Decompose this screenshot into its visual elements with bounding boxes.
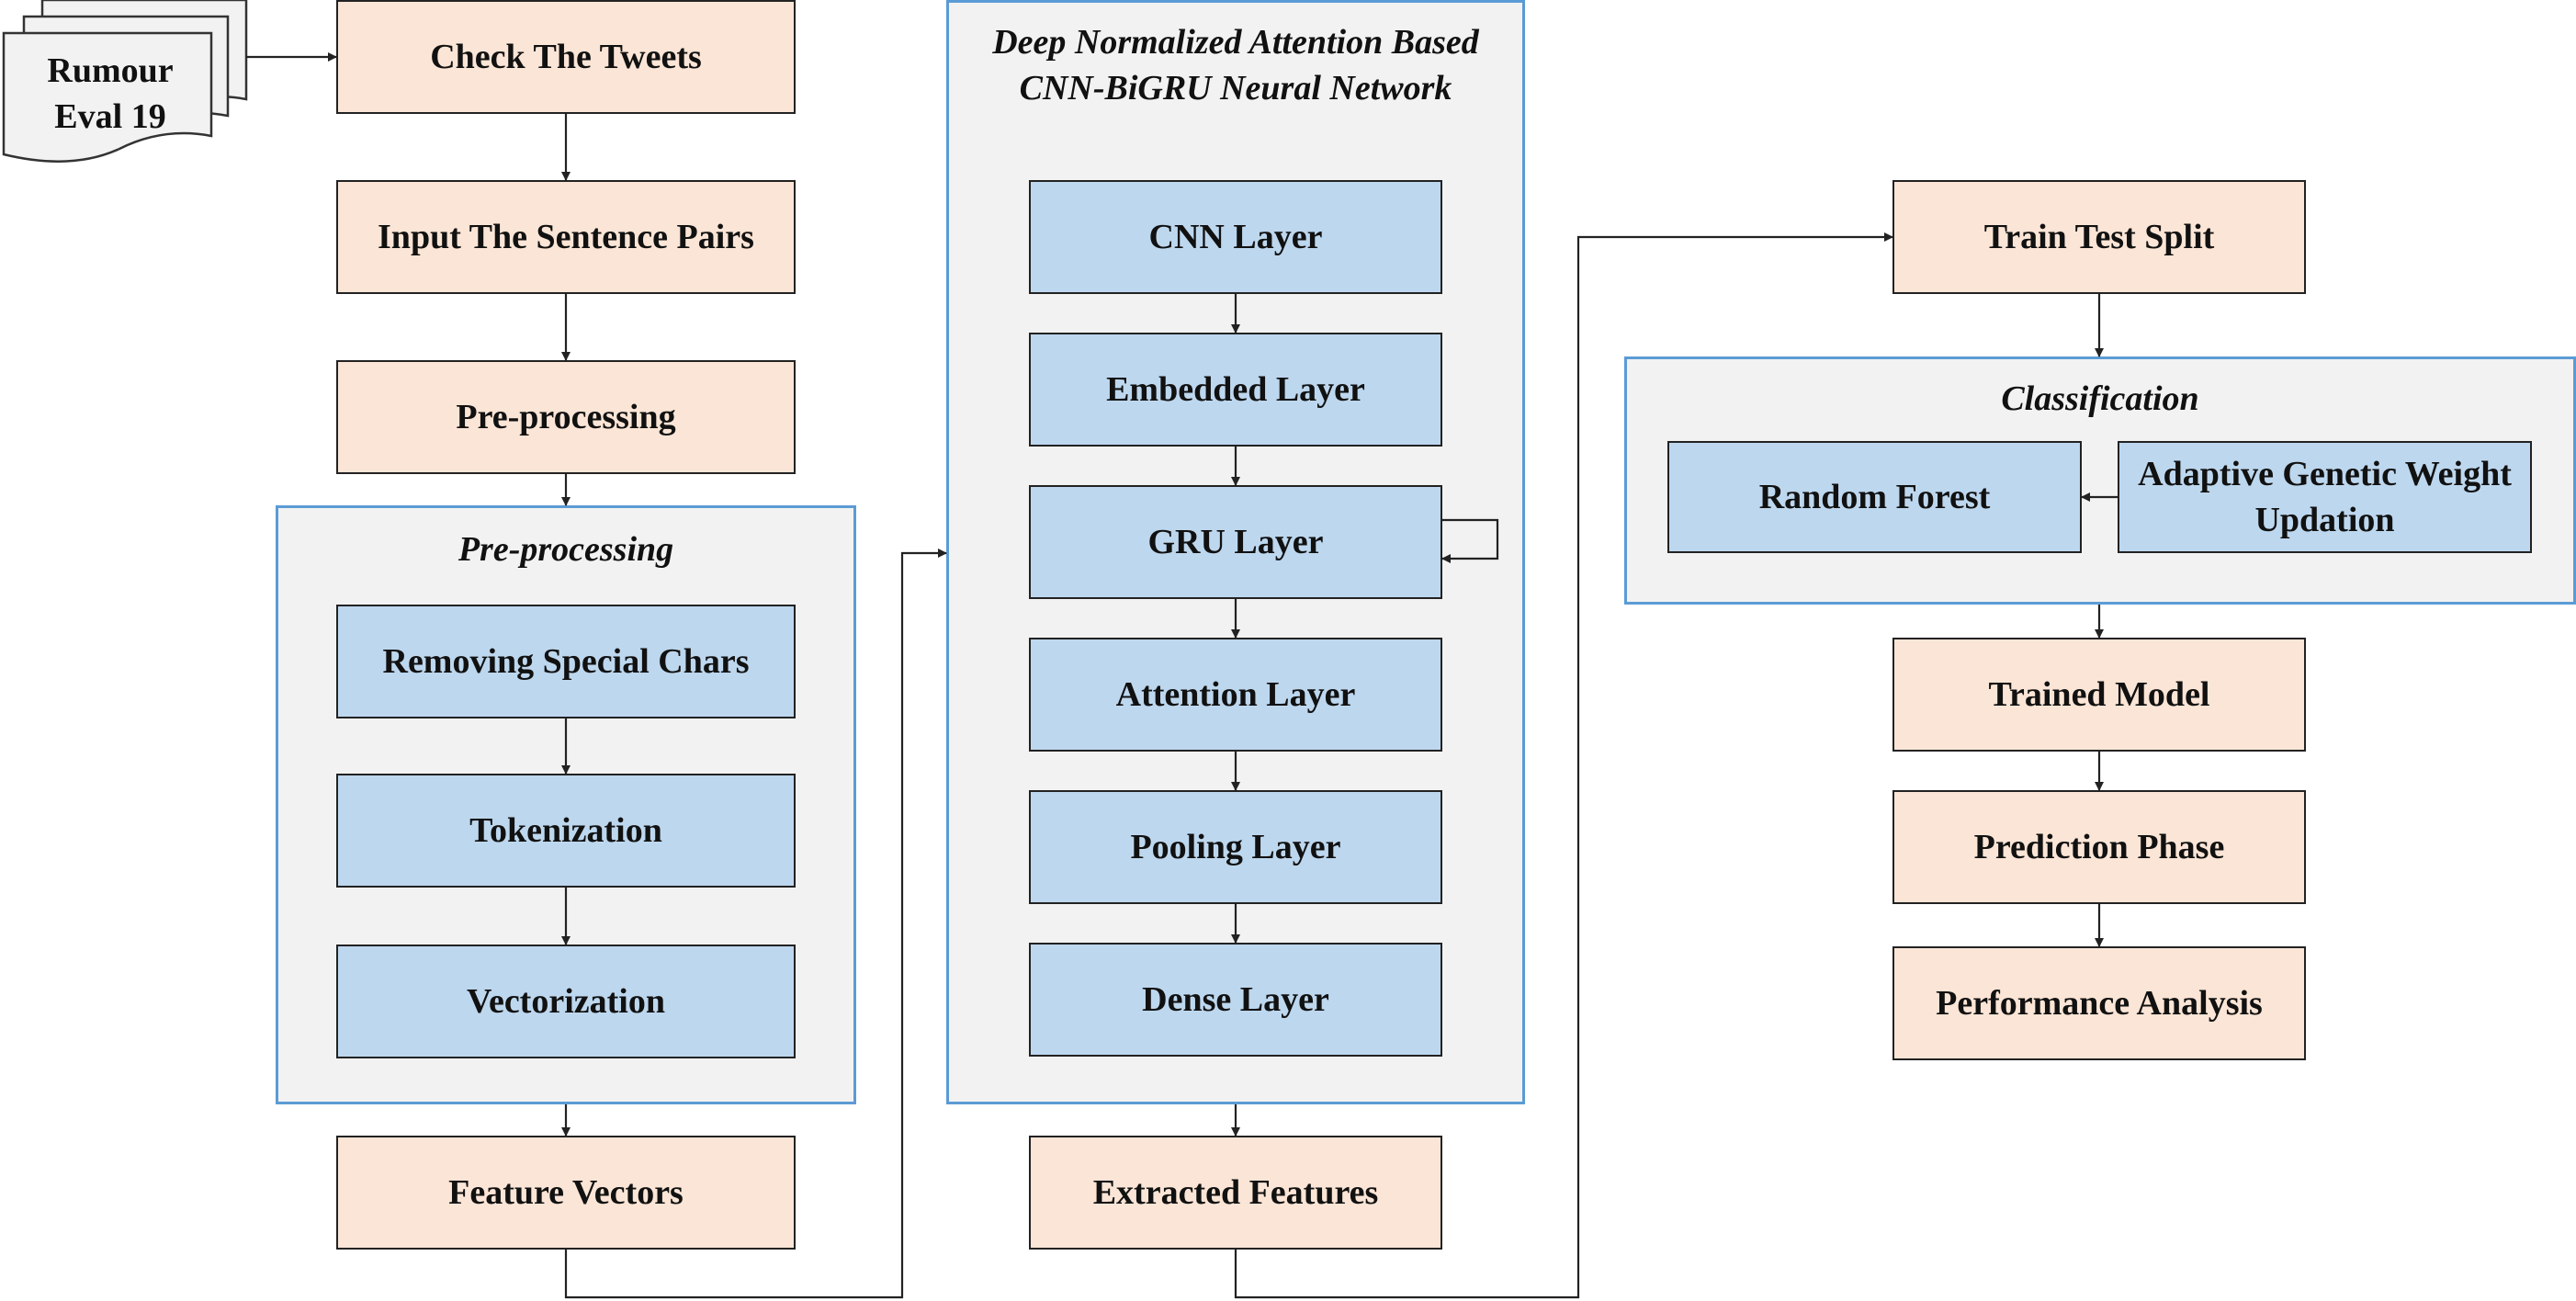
document-stack-icon — [2, 0, 248, 163]
trained-model-box: Trained Model — [1892, 638, 2306, 752]
preprocessing-step-box: Pre-processing — [336, 360, 796, 474]
input-pairs-box: Input The Sentence Pairs — [336, 180, 796, 294]
adaptive-genetic-box: Adaptive Genetic Weight Updation — [2118, 441, 2532, 553]
feature-vectors-box: Feature Vectors — [336, 1136, 796, 1250]
cnn-layer-box: CNN Layer — [1029, 180, 1442, 294]
removing-special-chars-box: Removing Special Chars — [336, 605, 796, 718]
network-group-title: Deep Normalized Attention Based CNN-BiGR… — [992, 23, 1479, 107]
vectorization-box: Vectorization — [336, 945, 796, 1058]
extracted-features-box: Extracted Features — [1029, 1136, 1442, 1250]
pooling-layer-box: Pooling Layer — [1029, 790, 1442, 904]
tokenization-box: Tokenization — [336, 774, 796, 888]
performance-analysis-box: Performance Analysis — [1892, 946, 2306, 1060]
gru-layer-box: GRU Layer — [1029, 485, 1442, 599]
dense-layer-box: Dense Layer — [1029, 943, 1442, 1057]
check-tweets-box: Check The Tweets — [336, 0, 796, 114]
random-forest-box: Random Forest — [1667, 441, 2082, 553]
source-doc-label: Rumour Eval 19 — [47, 51, 174, 136]
prediction-phase-box: Prediction Phase — [1892, 790, 2306, 904]
train-test-split-box: Train Test Split — [1892, 180, 2306, 294]
classification-group-title: Classification — [2001, 379, 2199, 418]
attention-layer-box: Attention Layer — [1029, 638, 1442, 752]
preprocessing-group-title: Pre-processing — [458, 530, 674, 569]
embedded-layer-box: Embedded Layer — [1029, 333, 1442, 447]
